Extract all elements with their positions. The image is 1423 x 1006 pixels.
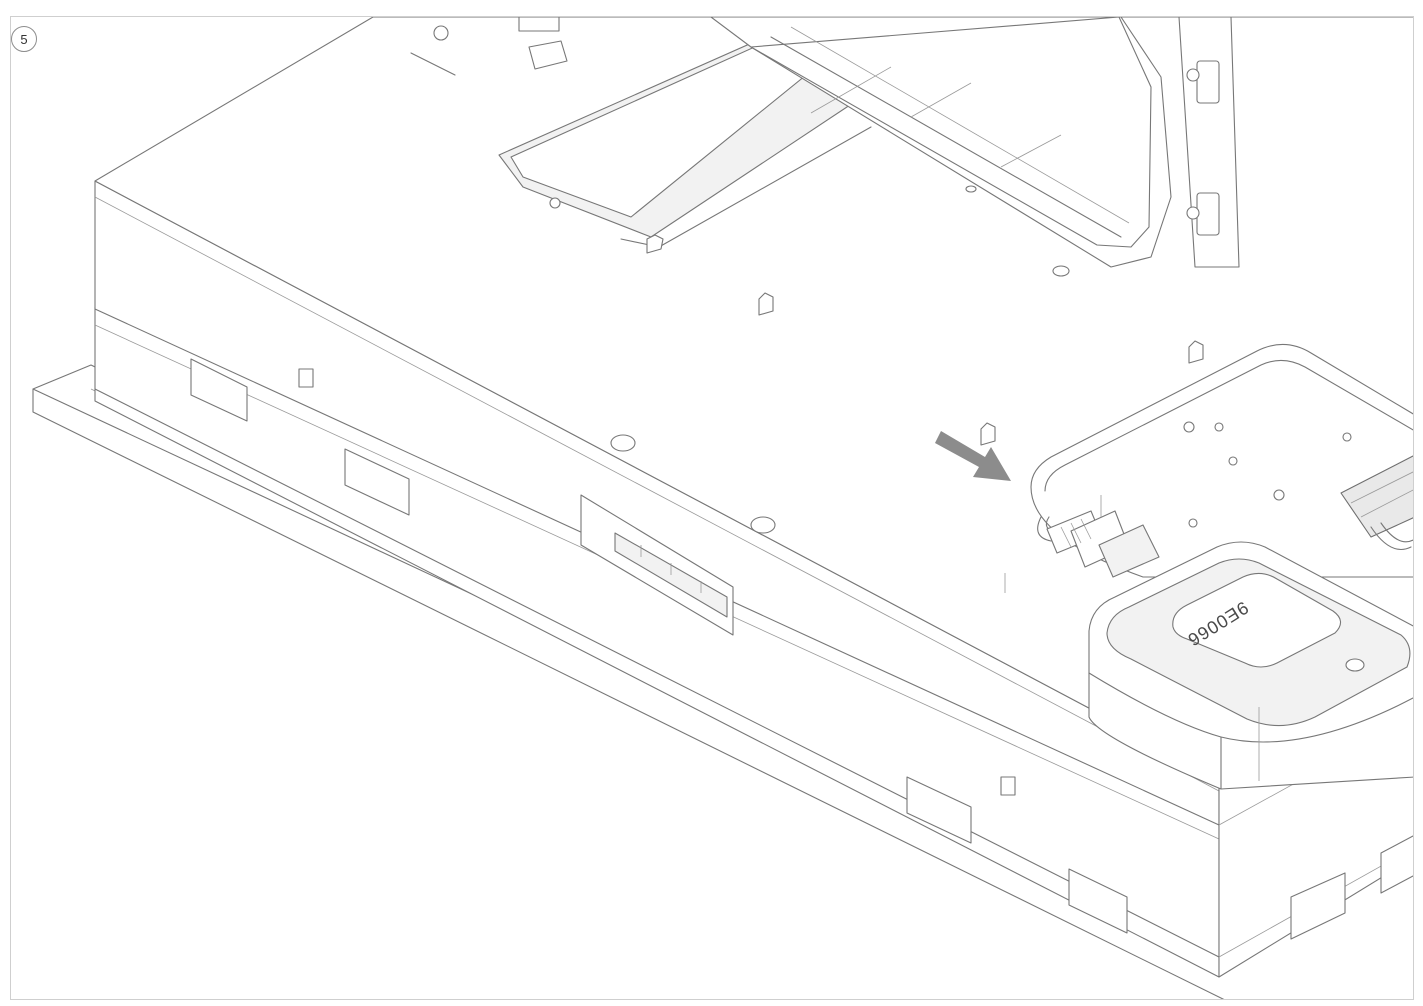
network-cable [1037, 510, 1413, 578]
direction-arrow-icon [935, 431, 1011, 481]
keyhole-mounts [610, 434, 776, 534]
illustration-frame: 9E0066 [10, 16, 1414, 1000]
step-number-badge: 5 [11, 26, 37, 52]
mounting-clips [190, 358, 1413, 940]
guide-lines [1004, 495, 1102, 593]
connector-port [580, 494, 734, 636]
assembly-drawing: 9E0066 [32, 17, 1413, 999]
rear-stand-bracket [410, 17, 1240, 268]
module-cover [1088, 541, 1413, 790]
control-module [1030, 343, 1413, 578]
standoff-studs [646, 185, 1204, 446]
